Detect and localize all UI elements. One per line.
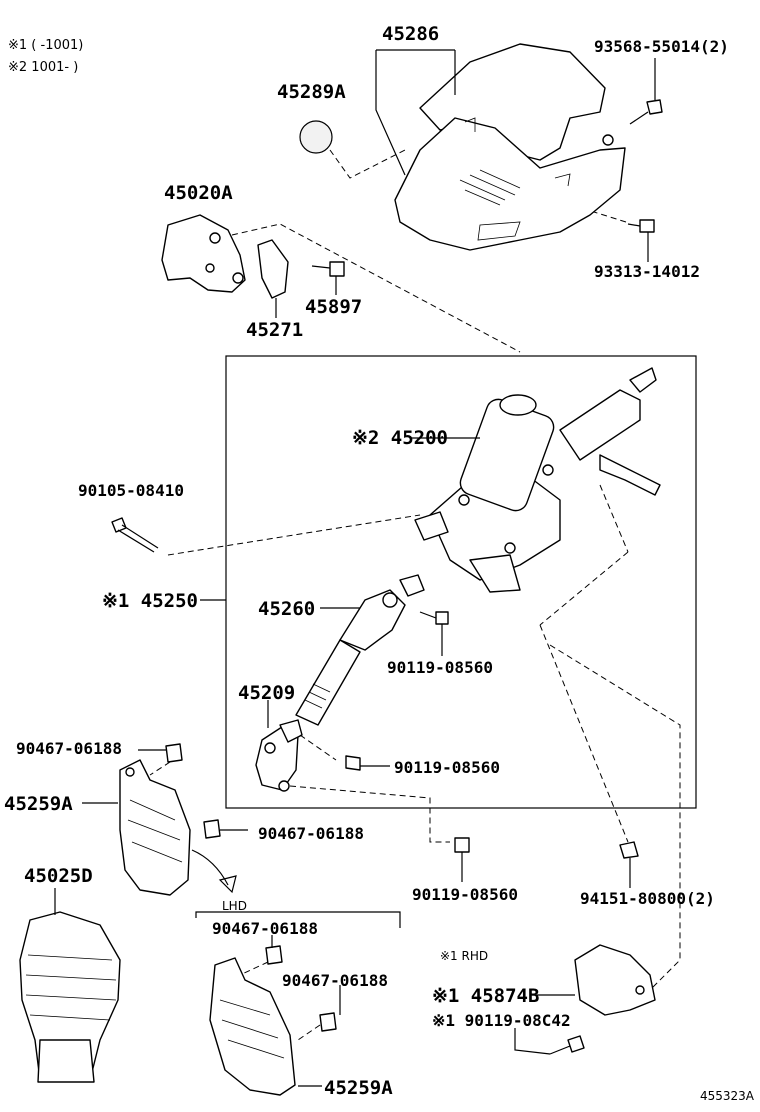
label-45260: 45260 (258, 598, 315, 620)
label-45271: 45271 (246, 319, 303, 341)
rhd-label: ※1 RHD (440, 949, 488, 963)
label-45025d: 45025D (24, 865, 93, 887)
lhd-label: LHD (222, 899, 247, 913)
cover-icon (574, 944, 656, 1016)
bolt-icon (454, 837, 470, 853)
label-45020a: 45020A (164, 182, 233, 204)
bolt-icon (627, 219, 655, 233)
label-90119-c: 90119-08560 (412, 885, 518, 904)
label-45897: 45897 (305, 296, 362, 318)
label-94151: 94151-80800(2) (580, 889, 715, 908)
label-90119-a: 90119-08560 (387, 658, 493, 677)
bracket-icon (161, 214, 246, 293)
label-90467-c: 90467-06188 (212, 919, 318, 938)
label-90467-b: 90467-06188 (258, 824, 364, 843)
clip-icon (165, 743, 183, 763)
label-45250: ※1 45250 (102, 590, 198, 612)
note-1: ※1 ( -1001) (8, 38, 83, 53)
assembly-frame (225, 355, 697, 809)
power-steering-motor-icon (414, 367, 661, 593)
cap-icon (299, 120, 333, 154)
label-45209: 45209 (238, 682, 295, 704)
label-90119-d: ※1 90119-08C42 (432, 1011, 571, 1030)
label-45259a-top: 45259A (4, 793, 73, 815)
note-2: ※2 1001- ) (8, 60, 78, 75)
clip-icon (265, 945, 283, 965)
catalog-number: 455323A (700, 1089, 755, 1103)
bolt-icon (629, 99, 663, 125)
clip-icon (203, 819, 221, 839)
universal-joint-icon (255, 719, 303, 792)
intermediate-shaft-icon (295, 574, 425, 726)
label-90119-b: 90119-08560 (394, 758, 500, 777)
nut-icon (619, 841, 639, 859)
label-90105: 90105-08410 (78, 481, 184, 500)
bolt-icon (419, 611, 449, 625)
column-hole-boot-icon (19, 911, 121, 1083)
bolt-icon (345, 755, 361, 771)
label-93568: 93568-55014(2) (594, 37, 729, 56)
label-93313: 93313-14012 (594, 262, 700, 281)
bolt-icon (111, 517, 159, 553)
bolt-icon (311, 261, 345, 277)
label-90467-a: 90467-06188 (16, 739, 122, 758)
clip-icon (319, 1012, 337, 1032)
label-45286: 45286 (382, 23, 439, 45)
label-45200: ※2 45200 (352, 427, 448, 449)
label-90467-d: 90467-06188 (282, 971, 388, 990)
steering-column-cover-icon (394, 43, 626, 251)
bolt-icon (549, 1035, 585, 1055)
label-45289a: 45289A (277, 81, 346, 103)
column-cover-lower-icon (209, 957, 296, 1096)
label-45259a-bottom: 45259A (324, 1077, 393, 1099)
column-cover-lower-icon (119, 759, 191, 896)
label-45874b: ※1 45874B (432, 985, 539, 1007)
clamp-icon (257, 239, 289, 299)
